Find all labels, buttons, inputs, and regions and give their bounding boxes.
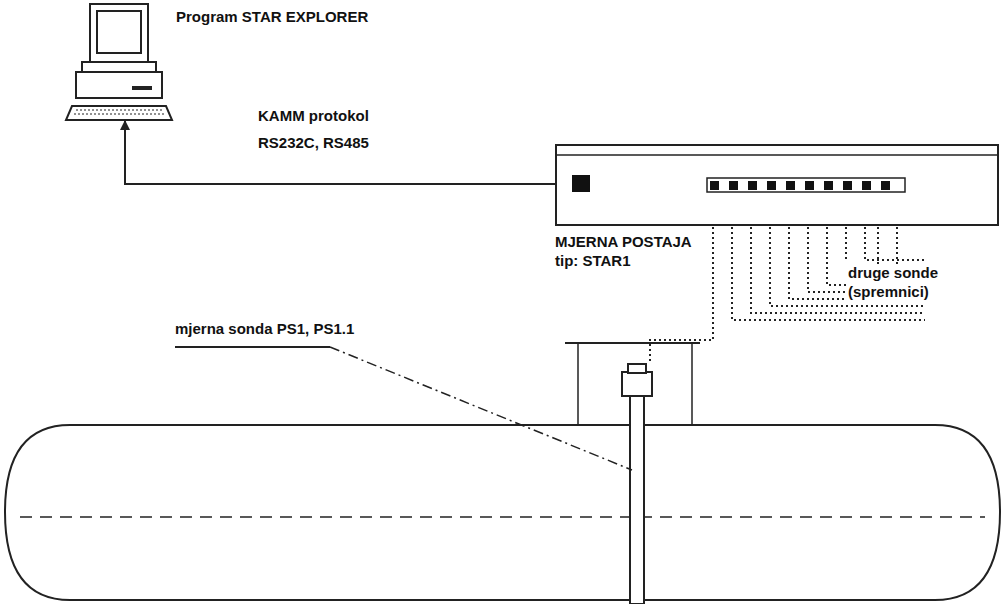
- node-text: Program STAR EXPLORER: [176, 8, 368, 27]
- probe-rod: [630, 395, 644, 604]
- computer-part: [76, 72, 162, 98]
- node-text: MJERNA POSTAJA tip: STAR1: [555, 233, 715, 271]
- probe-socket: [786, 181, 795, 190]
- probe-socket: [729, 181, 738, 190]
- probe-head: [622, 372, 652, 396]
- station-part: [707, 178, 905, 192]
- connector: [125, 121, 555, 184]
- computer-part: [90, 4, 148, 62]
- station-box: [555, 142, 999, 270]
- label: druge sonde (spremnici): [846, 264, 970, 302]
- label: RS232C, RS485: [258, 134, 369, 153]
- computer-part: [82, 62, 156, 72]
- probe-socket: [824, 181, 833, 190]
- probe-socket: [881, 181, 890, 190]
- manhole-cover: [565, 342, 700, 344]
- leader-line: [330, 347, 632, 470]
- edge-label: KAMM protokol: [258, 107, 369, 126]
- probe-socket: [748, 181, 757, 190]
- probe-socket: [843, 181, 852, 190]
- station-part: [556, 145, 998, 225]
- station-node: MJERNA POSTAJA tip: STAR1: [555, 142, 999, 270]
- station-part: [572, 175, 590, 192]
- probe-socket: [862, 181, 871, 190]
- probe-socket: [805, 181, 814, 190]
- computer-part: [132, 86, 152, 90]
- probe-socket: [710, 181, 719, 190]
- probe-socket: [767, 181, 776, 190]
- computer-part: [66, 106, 172, 120]
- station-part: [556, 154, 998, 156]
- liquid-level: [20, 516, 985, 518]
- label: mjerna sonda PS1, PS1.1: [175, 320, 354, 339]
- tank-outline: [5, 425, 1000, 600]
- computer-part: [97, 11, 141, 53]
- computer-part: [74, 110, 164, 114]
